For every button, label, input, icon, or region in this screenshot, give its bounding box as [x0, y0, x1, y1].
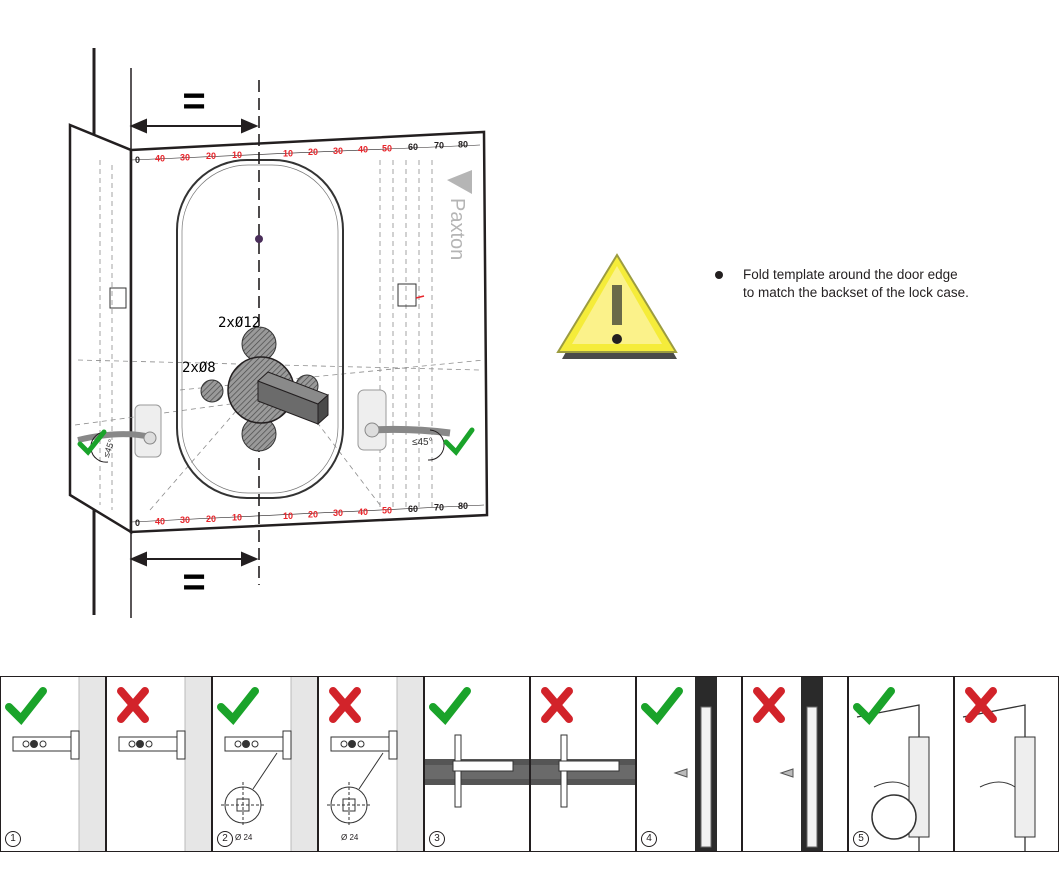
- label-hole-small: 2xØ8: [182, 360, 216, 376]
- hole-dimension-label: Ø 24: [341, 833, 359, 842]
- step-panel: [954, 676, 1059, 852]
- paxton-logo-mark: [447, 170, 472, 194]
- equal-mark-bottom: =: [182, 560, 205, 604]
- bottom-measure-arrow: [129, 551, 259, 567]
- scale-number: 0: [135, 518, 140, 528]
- step-number: 1: [5, 831, 21, 847]
- scale-number: 20: [206, 151, 216, 161]
- hole-left: [200, 379, 224, 403]
- hole-dimension-label: Ø 24: [235, 833, 253, 842]
- step-number: 5: [853, 831, 869, 847]
- check-icon: [5, 687, 47, 726]
- scale-number: 80: [458, 139, 468, 149]
- scale-number: 40: [358, 145, 368, 155]
- scale-number: 40: [358, 507, 368, 517]
- scale-number: 10: [283, 511, 293, 521]
- cross-icon: [965, 687, 997, 723]
- cross-icon: [117, 687, 149, 723]
- escutcheon-outline: [176, 159, 344, 499]
- step-number: 4: [641, 831, 657, 847]
- scale-number: 60: [408, 504, 418, 514]
- scale-number: 30: [180, 515, 190, 525]
- scale-top: [130, 144, 481, 161]
- warning-icon: [556, 253, 678, 359]
- step-panel: 3: [424, 676, 530, 852]
- note-line-1: Fold template around the door edge: [743, 267, 958, 282]
- lever-handle-right: [357, 389, 451, 451]
- check-icon: [641, 687, 683, 726]
- lever-handle-left: [77, 404, 162, 458]
- scale-number: 10: [232, 150, 242, 160]
- scale-number: 60: [408, 142, 418, 152]
- scale-number: 40: [155, 517, 165, 527]
- scale-number: 70: [434, 503, 444, 513]
- scale-number: 70: [434, 141, 444, 151]
- equal-mark-top: =: [182, 79, 205, 123]
- marker-right: [397, 283, 417, 307]
- scale-number: 10: [232, 512, 242, 522]
- step-panel: 4: [636, 676, 742, 852]
- top-measure-arrow: [129, 118, 259, 134]
- scale-number: 20: [308, 147, 318, 157]
- angle-label-right: ≤45°: [412, 437, 433, 448]
- scale-number: 20: [206, 514, 216, 524]
- cross-icon: [329, 687, 361, 723]
- check-icon: [853, 687, 895, 726]
- cross-icon: [541, 687, 573, 723]
- note-line-2: to match the backset of the lock case.: [743, 285, 969, 300]
- step-number: 3: [429, 831, 445, 847]
- top-hole-mark: [255, 235, 263, 243]
- scale-number: 50: [382, 505, 392, 515]
- template-side-flap: [68, 123, 133, 535]
- check-icon-left: [77, 429, 107, 456]
- check-icon-right: [443, 427, 475, 456]
- label-hole-large: 2xØ12: [218, 315, 260, 331]
- scale-number: 80: [458, 501, 468, 511]
- scale-number: 40: [155, 154, 165, 164]
- scale-number: 30: [333, 508, 343, 518]
- scale-number: 50: [382, 143, 392, 153]
- scale-number: 10: [283, 149, 293, 159]
- template-front-face: [129, 130, 489, 534]
- cross-icon: [753, 687, 785, 723]
- scale-number: 30: [333, 146, 343, 156]
- scale-bottom: [130, 504, 485, 523]
- step-panel: [530, 676, 636, 852]
- brand-name: Paxton: [446, 198, 468, 260]
- step-panel: 1: [0, 676, 106, 852]
- check-icon: [429, 687, 471, 726]
- step-panel: [106, 676, 212, 852]
- bullet-icon: [715, 271, 723, 279]
- scale-number: 0: [135, 155, 140, 165]
- check-icon: [217, 687, 259, 726]
- marker-left: [109, 287, 127, 309]
- scale-number: 20: [308, 510, 318, 520]
- step-panel: [742, 676, 848, 852]
- step-panel: Ø 24: [318, 676, 424, 852]
- hole-upper: [241, 326, 277, 362]
- step-panel: 5: [848, 676, 954, 852]
- scale-number: 30: [180, 152, 190, 162]
- step-number: 2: [217, 831, 233, 847]
